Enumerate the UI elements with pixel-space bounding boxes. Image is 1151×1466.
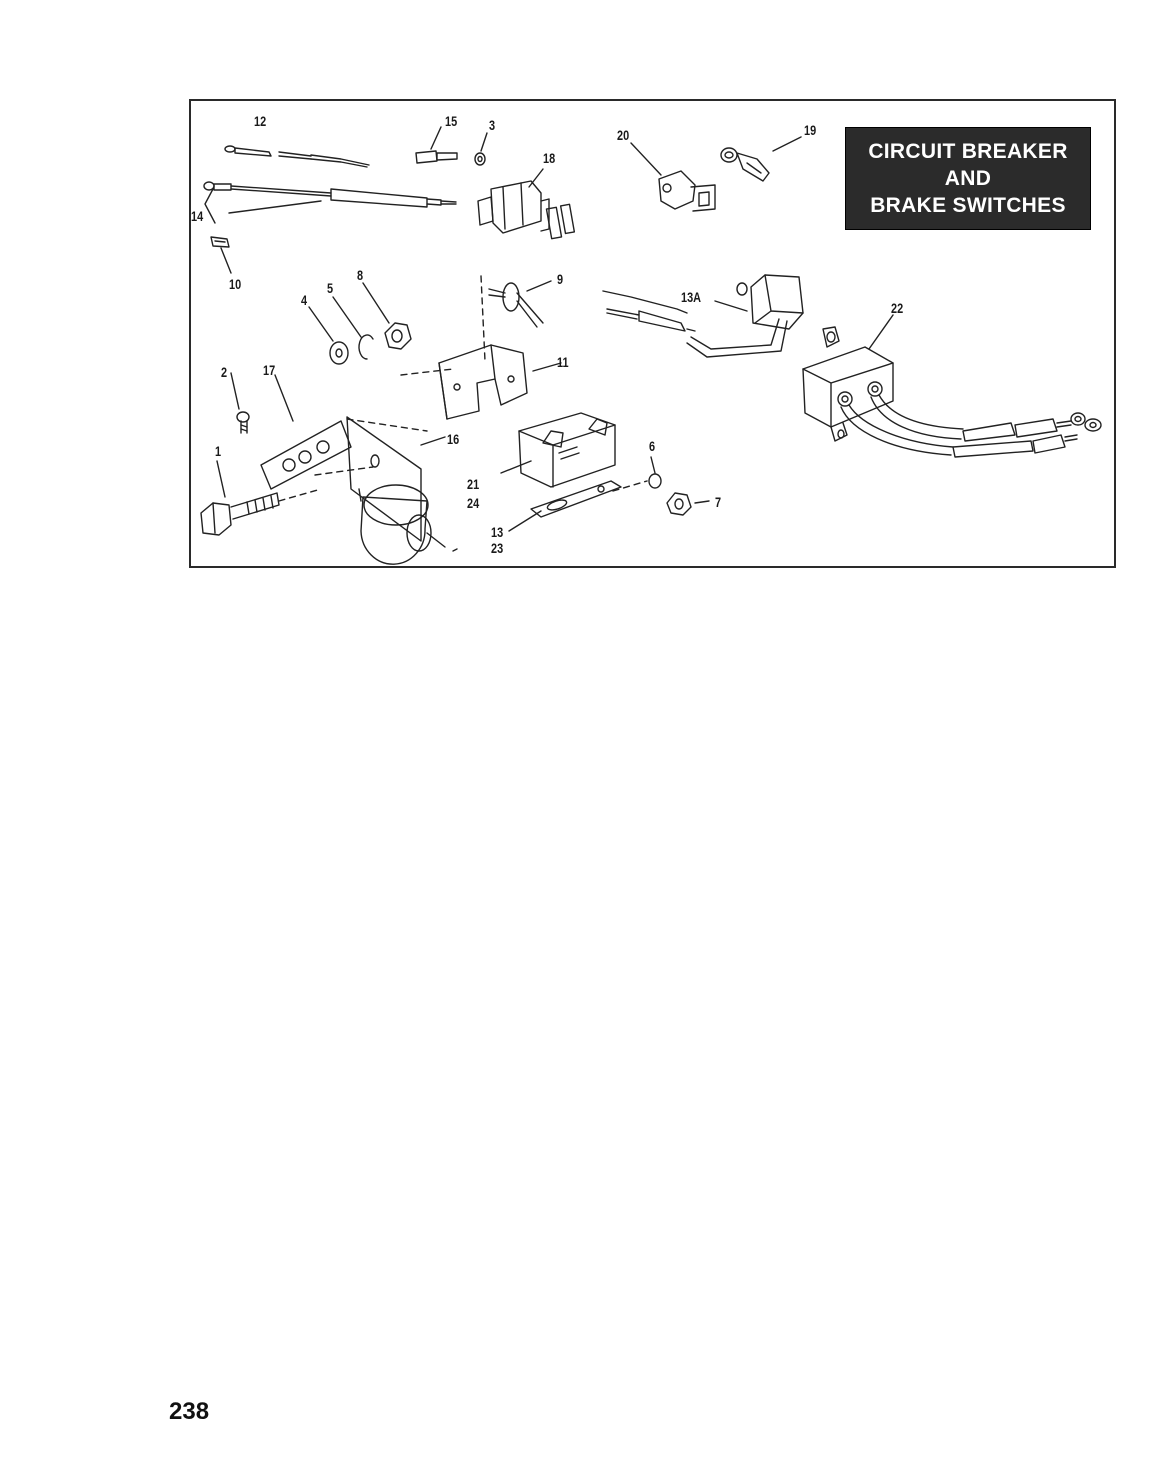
part-3-washer: [474, 132, 488, 166]
callout-10: 10: [229, 276, 242, 292]
part-19-ring-terminal: [720, 136, 802, 182]
callout-21: 21: [467, 476, 480, 492]
callout-12: 12: [254, 113, 267, 129]
part-7-nut: [666, 492, 710, 516]
title-line-2: AND: [944, 167, 992, 190]
exploded-parts-drawing: [200, 126, 1102, 565]
callout-15: 15: [445, 113, 458, 129]
part-11-mounting-bracket: [400, 344, 562, 420]
callout-24: 24: [467, 495, 480, 511]
page-number: 238: [169, 1398, 210, 1425]
callout-3: 3: [489, 117, 496, 133]
part-4-flat-washer: [308, 306, 349, 365]
part-20-switch-cover: [630, 142, 716, 212]
parts-diagram-frame: CIRCUIT BREAKER AND BRAKE SWITCHES 12 15…: [189, 99, 1116, 568]
part-5-retaining-clip: [332, 296, 374, 360]
callout-13: 13: [491, 524, 504, 540]
part-10-terminal: [210, 236, 232, 274]
part-15-connector: [415, 126, 458, 164]
callout-1: 1: [215, 443, 222, 459]
part-13a-circuit-breaker-with-leads: [602, 274, 804, 358]
part-17-gasket: [260, 374, 352, 490]
callout-18: 18: [543, 150, 556, 166]
callout-23: 23: [491, 540, 504, 556]
callout-17: 17: [263, 362, 276, 378]
part-14-brake-switch-harness: [203, 181, 457, 224]
title-line-1: CIRCUIT BREAKER: [868, 140, 1068, 163]
part-22-circuit-breaker-with-leads: [802, 314, 1102, 458]
part-6-lockwasher: [648, 456, 662, 489]
callout-8: 8: [357, 267, 364, 283]
part-21-circuit-breaker: [500, 412, 616, 488]
callout-13a: 13A: [681, 289, 702, 305]
callout-22: 22: [891, 300, 904, 316]
callout-16: 16: [447, 431, 460, 447]
callout-6: 6: [649, 438, 656, 454]
part-2-screw: [230, 372, 250, 434]
part-18-hydraulic-brake-switch: [477, 168, 576, 240]
title-line-3: BRAKE SWITCHES: [870, 194, 1066, 217]
part-13-mounting-strap: [508, 480, 648, 532]
part-16-mechanical-brake-switch: [314, 416, 458, 565]
part-8-nut: [362, 282, 412, 350]
callout-11: 11: [557, 354, 569, 370]
callout-19: 19: [804, 122, 817, 138]
callout-4: 4: [301, 292, 308, 308]
part-12-wire-lead: [224, 145, 370, 168]
callout-5: 5: [327, 280, 334, 296]
diagram-title-box: CIRCUIT BREAKER AND BRAKE SWITCHES: [845, 127, 1091, 230]
callout-14: 14: [191, 208, 204, 224]
callout-20: 20: [617, 127, 630, 143]
part-1-hex-bolt: [200, 460, 322, 536]
callout-7: 7: [715, 494, 722, 510]
callout-9: 9: [557, 271, 564, 287]
callout-2: 2: [221, 364, 228, 380]
